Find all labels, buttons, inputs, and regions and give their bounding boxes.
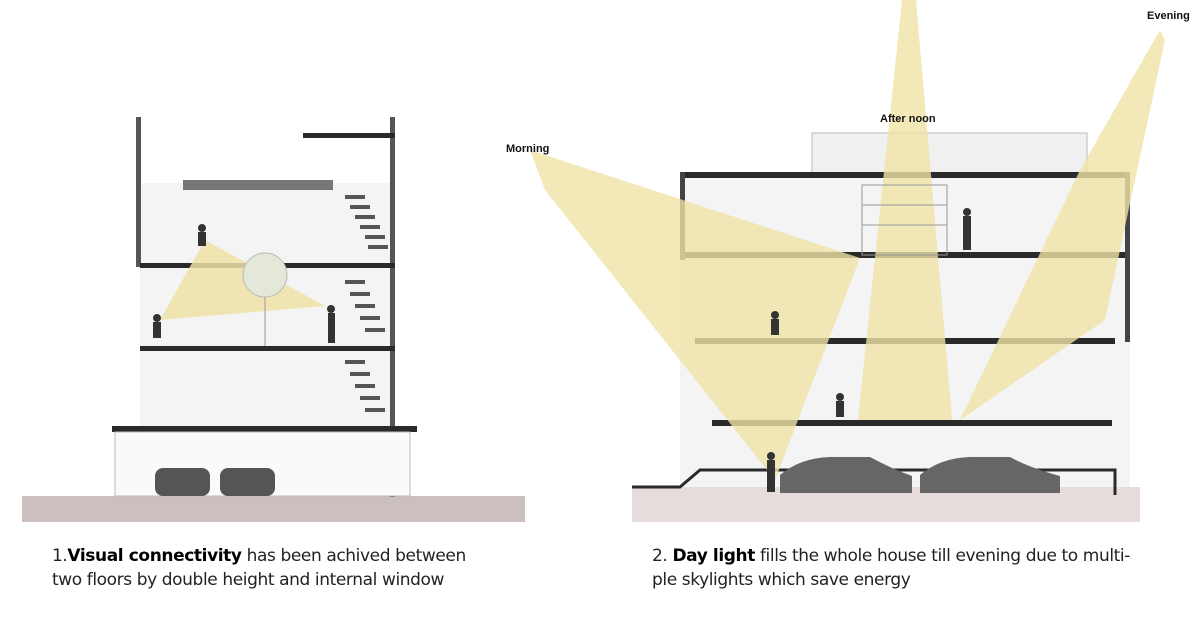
left-wall xyxy=(136,117,141,267)
evening-label: Evening xyxy=(1147,10,1190,22)
caption-bold: Visual connectivity xyxy=(67,546,242,566)
caption-line2: ple skylights which save energy xyxy=(652,570,911,590)
caption-number: 2. xyxy=(652,546,673,566)
afternoon-beam xyxy=(858,0,952,420)
cars xyxy=(780,457,1060,493)
cars xyxy=(155,468,275,496)
tree xyxy=(242,252,288,346)
left-section-drawing xyxy=(22,117,525,522)
caption-number: 1. xyxy=(52,546,68,566)
right-section-drawing xyxy=(530,0,1165,522)
morning-beam xyxy=(530,150,860,480)
left-caption: 1.Visual connectivity has been achived b… xyxy=(52,544,466,592)
right-wall xyxy=(390,117,395,497)
staircase xyxy=(345,195,388,412)
bookshelf xyxy=(861,184,948,256)
ground xyxy=(22,496,525,522)
caption-bold: Day light xyxy=(672,546,755,566)
afternoon-label: After noon xyxy=(880,113,936,125)
visual-connection-beam xyxy=(160,240,325,320)
skylight-box xyxy=(811,132,1088,176)
morning-label: Morning xyxy=(506,143,550,155)
roof-slab xyxy=(183,180,333,190)
people xyxy=(153,224,335,343)
caption-line2: two floors by double height and internal… xyxy=(52,570,445,590)
evening-beam xyxy=(960,30,1165,420)
caption-rest: has been achived between xyxy=(241,546,467,566)
top-slab xyxy=(303,133,395,138)
right-caption: 2. Day light fills the whole house till … xyxy=(652,544,1130,592)
caption-rest: fills the whole house till evening due t… xyxy=(754,546,1130,566)
people xyxy=(767,208,971,492)
